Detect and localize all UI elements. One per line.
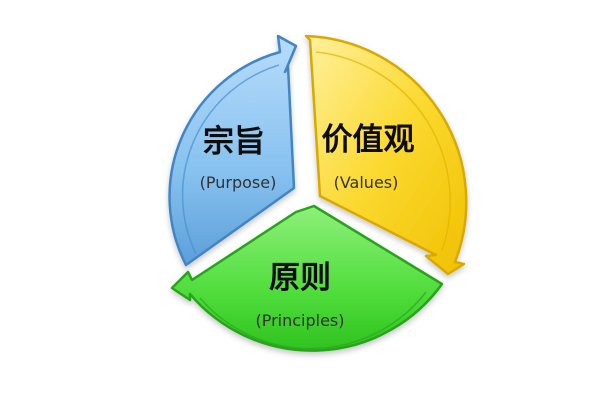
purpose-title: 宗旨 (203, 124, 265, 160)
principles-subtitle: (Principles) (255, 311, 344, 330)
purpose-subtitle: (Purpose) (200, 173, 277, 192)
values-inner-rim (315, 51, 451, 251)
values-title: 价值观 (322, 122, 415, 158)
segment-purpose: 宗旨 (Purpose) (168, 34, 298, 267)
values-arrow-shape (304, 34, 468, 276)
principles-inner-rim (199, 291, 427, 350)
segment-values: 价值观 (Values) (304, 34, 468, 276)
values-subtitle: (Values) (334, 173, 399, 192)
segment-principles: 原则 (Principles) (170, 204, 444, 352)
principles-arrow-shape (170, 204, 444, 352)
purpose-arrow-shape (168, 34, 298, 267)
principles-title: 原则 (269, 260, 331, 296)
purpose-inner-rim (181, 64, 280, 255)
